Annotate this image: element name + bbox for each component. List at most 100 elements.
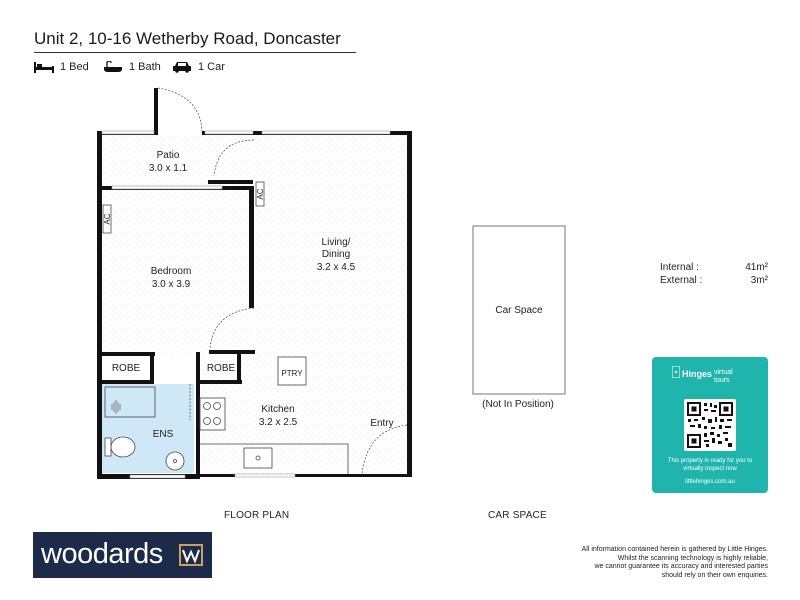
virtual-tour-message: This property is ready for you to virtua…	[667, 458, 753, 472]
cooktop-burner	[203, 417, 211, 425]
pantry-box	[277, 356, 307, 386]
north-window-1	[101, 130, 155, 135]
bath-count: 1 Bath	[129, 61, 161, 73]
robe-right-east	[237, 352, 241, 382]
sink-drain	[255, 455, 261, 461]
kitchen-bench	[200, 443, 349, 474]
patio-label: Patio	[157, 150, 180, 161]
external-area-value: 3m²	[750, 275, 768, 286]
ensuite-north-wall	[97, 380, 154, 384]
robe-right-top	[209, 350, 255, 354]
bath-feature: 1 Bath	[103, 61, 161, 73]
entry-label: Entry	[370, 418, 393, 429]
disclaimer-line: we cannot guarantee its accuracy and int…	[594, 563, 768, 570]
kitchen-dims: 3.2 x 2.5	[259, 417, 298, 428]
external-area-label: External :	[660, 275, 703, 286]
disclaimer-line: should rely on their own enquiries.	[661, 571, 768, 579]
room-floor-fills	[100, 134, 413, 473]
woodards-wordmark: woodards	[41, 538, 163, 570]
south-wall-right	[196, 474, 410, 477]
kitchen-fixtures	[199, 356, 349, 474]
living-ac-unit	[255, 181, 265, 207]
car-icon	[173, 62, 191, 73]
patio-partition	[208, 180, 253, 184]
woodards-w-mark-icon	[179, 544, 203, 566]
woodards-logo: woodards	[33, 532, 212, 578]
window-openings	[101, 130, 391, 479]
robe-right-side	[196, 352, 200, 382]
floor-plan-caption: FLOOR PLAN	[224, 510, 290, 521]
car-space-outline	[472, 225, 566, 395]
bedroom-ac-unit	[102, 204, 112, 234]
kitchen-sink	[243, 447, 273, 469]
car-space-caption: CAR SPACE	[488, 510, 547, 521]
robe-left-label: ROBE	[112, 363, 141, 374]
hinges-brand: Hinges	[682, 369, 713, 379]
car-space-note: (Not In Position)	[482, 399, 554, 410]
bedroom-ac-label: AC	[103, 213, 112, 224]
robe-right-bottom	[196, 380, 242, 384]
internal-area-label: Internal :	[660, 262, 699, 273]
robe-right-label: ROBE	[207, 363, 236, 374]
ensuite-fixtures	[104, 386, 185, 471]
patio-floor	[100, 134, 254, 186]
ensuite-window	[129, 474, 186, 479]
basin-drain	[173, 459, 177, 463]
patio-dims: 3.0 x 1.1	[149, 163, 188, 174]
hinges-brand-tours: tours	[714, 377, 730, 384]
entry-door	[407, 425, 412, 475]
patio-door-swing	[157, 87, 203, 132]
disclaimer-text: All information contained herein is gath…	[560, 546, 768, 580]
cooktop-burner	[203, 402, 211, 410]
bed-feature: 1 Bed	[34, 61, 89, 73]
car-space-label: Car Space	[495, 305, 543, 316]
shower-icon	[111, 400, 121, 414]
woodards-w-glyph	[182, 549, 200, 564]
bedroom-floor	[100, 190, 252, 353]
kitchen-window	[234, 473, 296, 478]
shower-base	[104, 386, 156, 418]
pantry-label: PTRY	[281, 369, 303, 378]
living-dims: 3.2 x 4.5	[317, 262, 356, 273]
west-wall	[97, 131, 102, 479]
disclaimer-line: Whilst the scanning technology is highly…	[617, 554, 768, 562]
robe-left-side	[150, 352, 154, 382]
living-label-line2: Dining	[322, 249, 350, 260]
bed-count: 1 Bed	[60, 61, 89, 73]
living-patio-door-swing	[213, 139, 255, 177]
living-label-line1: Living/	[322, 237, 351, 248]
toilet-cistern	[104, 437, 112, 457]
cooktop	[199, 397, 226, 431]
bath-icon	[104, 61, 122, 72]
east-wall	[407, 131, 412, 477]
north-window-3	[261, 130, 391, 135]
disclaimer-line: All information contained herein is gath…	[581, 546, 768, 553]
bedroom-label: Bedroom	[151, 266, 192, 277]
internal-area-value: 41m²	[745, 262, 768, 273]
car-feature: 1 Car	[172, 61, 225, 73]
hinges-brand-virtual: virtual	[714, 369, 733, 376]
qr-code-icon[interactable]	[684, 399, 736, 451]
bedroom-door-swing	[209, 307, 255, 349]
qr-code-pattern	[687, 402, 733, 448]
bedroom-east-wall	[249, 186, 254, 308]
cooktop-burner	[213, 417, 221, 425]
north-window-2	[204, 130, 254, 135]
hinge-logo-icon	[672, 366, 680, 378]
title-underline	[34, 52, 356, 53]
cooktop-burner	[213, 402, 221, 410]
living-ac-label: AC	[256, 188, 265, 199]
virtual-tour-url[interactable]: littlehinges.com.au	[685, 479, 735, 485]
car-count: 1 Car	[198, 61, 225, 73]
kitchen-label: Kitchen	[261, 404, 294, 415]
entry-door-swing	[361, 424, 408, 475]
area-summary: Internal : 41m² External : 3m²	[660, 261, 768, 287]
ensuite-kitchen-wall	[196, 356, 200, 479]
ac-units	[102, 181, 265, 234]
bedroom-dims: 3.0 x 3.9	[152, 279, 191, 290]
door-swings	[157, 87, 408, 475]
robe-left-top	[97, 352, 155, 356]
